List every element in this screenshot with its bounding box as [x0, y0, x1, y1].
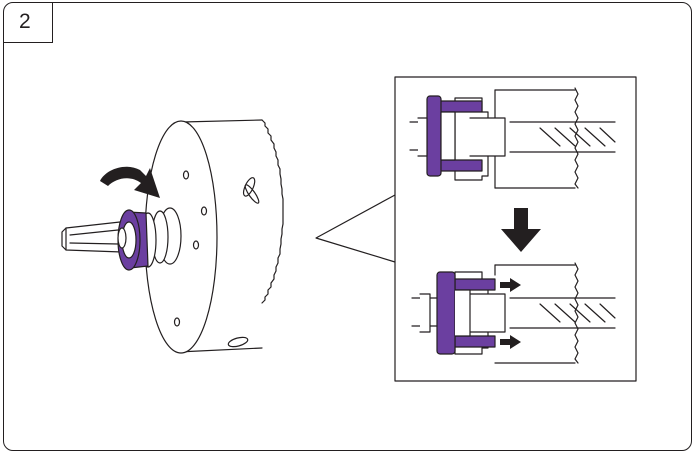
curved-rotate-arrow-icon: [100, 166, 160, 198]
step-number: 2: [19, 10, 31, 33]
hole-saw: [144, 119, 284, 354]
saw-teeth: [261, 119, 284, 304]
right-arrow-icon: [500, 335, 521, 349]
step-number-box: [3, 2, 53, 43]
arbor-shaft: [61, 221, 123, 253]
detail-before: [409, 87, 616, 189]
right-arrow-icon: [500, 278, 521, 292]
step-frame: [3, 2, 692, 451]
down-arrow-icon: [501, 208, 541, 252]
detail-after: [411, 262, 616, 364]
purple-lock-nut: [117, 209, 157, 271]
callout-pointer: [315, 194, 396, 263]
